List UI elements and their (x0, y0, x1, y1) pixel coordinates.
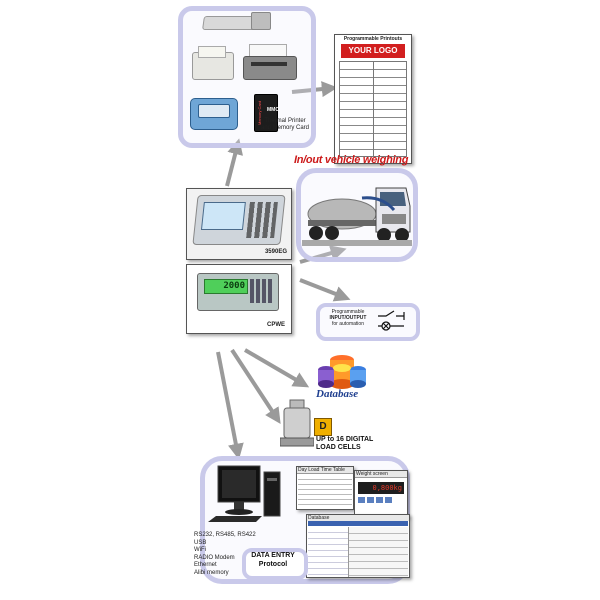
conn-item: RS232, RS485, RS422 (194, 532, 256, 538)
data-entry-label: DATA ENTRY Protocol (251, 552, 295, 568)
printout-receipt: Programmable Printouts YOUR LOGO (334, 34, 412, 164)
pc-computer (208, 462, 292, 528)
conn-item: RADIO Modem (194, 554, 235, 561)
keypad-button[interactable] (385, 497, 392, 503)
database-label: Database (316, 388, 359, 400)
receipt-logo: YOUR LOGO (341, 44, 405, 58)
conn-item: WiFi (194, 547, 206, 553)
load-cell-image (280, 398, 314, 450)
truck-image (302, 176, 412, 248)
conn-item: Ethernet (194, 562, 217, 568)
dot-matrix-printer (243, 44, 297, 80)
keypad-button[interactable] (376, 497, 383, 503)
cpwe-lcd: 2000 (204, 279, 248, 294)
indicator1-label: 3590EG (264, 249, 287, 255)
printer-label: Thermal Printer and Memory Card (260, 118, 310, 131)
indicator-cpwe: 2000 CPWE (186, 264, 292, 334)
window-day-load: Day Load Time Table (296, 466, 354, 510)
arrow-to-database (243, 348, 310, 388)
arrow-to-io (299, 278, 351, 302)
arrow-to-printers (225, 138, 243, 187)
digital-badge: D (314, 418, 332, 436)
memory-card: Memory Card MMC (254, 94, 279, 132)
indicator-3590eg: 3590EG (186, 188, 292, 260)
card-reader (202, 12, 273, 30)
loadcells-label: UP to 16 DIGITAL LOAD CELLS (316, 436, 374, 451)
arrow-to-loadcells (230, 348, 281, 425)
ticket-printer (192, 44, 234, 80)
keypad-button[interactable] (367, 497, 374, 503)
io-group (316, 303, 420, 341)
database-icon (314, 350, 370, 396)
io-label: Programmable INPUT/OUTPUT for automation (329, 309, 367, 327)
data-entry-group (242, 548, 308, 580)
thermal-printer (188, 92, 240, 132)
keypad-button[interactable] (358, 497, 365, 503)
switch-icon (378, 310, 404, 317)
vehicle-title: In/out vehicle weighing (294, 154, 409, 166)
weight-readout: 0,800kg (358, 482, 404, 494)
indicator2-label: CPWE (267, 322, 285, 328)
connectivity-list: RS232, RS485, RS422 USB WiFi RADIO Modem… (194, 532, 256, 577)
conn-item: Alibi memory (194, 569, 229, 576)
receipt-table (339, 61, 407, 157)
window-weight: Weight screen 0,800kg (354, 470, 408, 518)
conn-item: USB (194, 539, 207, 546)
arrow-to-pc (216, 351, 244, 460)
receipt-header: Programmable Printouts (343, 36, 403, 42)
window-database: Database (306, 514, 410, 578)
